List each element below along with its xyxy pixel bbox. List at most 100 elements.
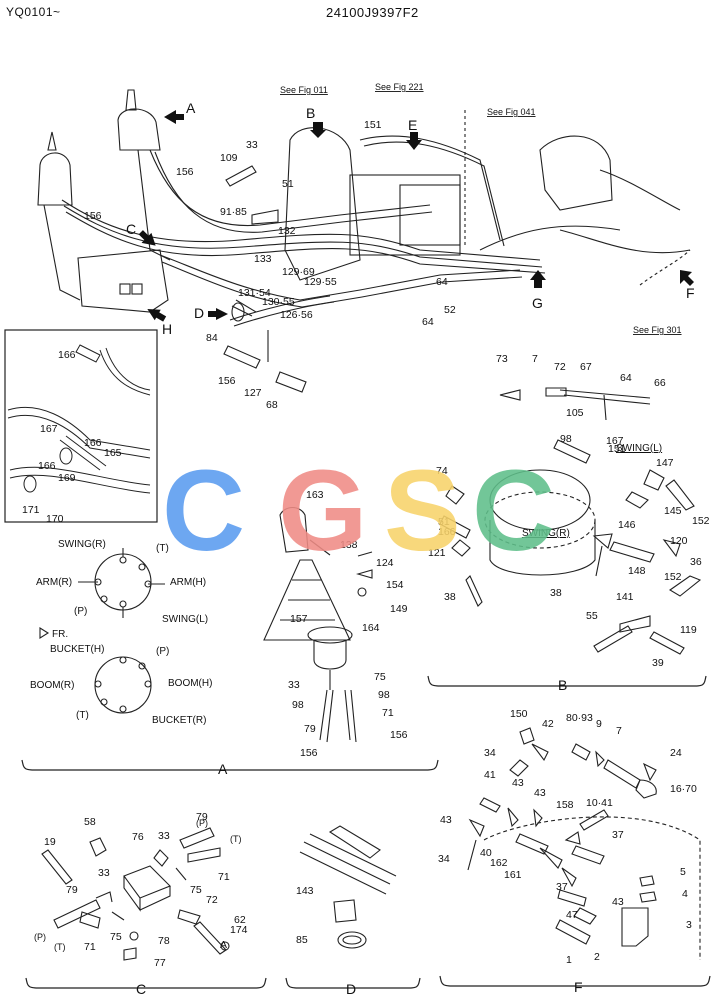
ref-fig-011[interactable]: See Fig 011 [280, 85, 328, 95]
callout-b-7: 98 [560, 433, 572, 445]
callout-b-0: 73 [496, 353, 508, 365]
callout-d-1: 85 [296, 934, 308, 946]
callout-f-7: 16·70 [670, 783, 697, 795]
callout-b-3: 67 [580, 361, 592, 373]
callout-f-14: 37 [612, 829, 624, 841]
callout-f-13: 43 [440, 814, 452, 826]
pattern-arm-h: ARM(H) [170, 577, 206, 588]
callout-main-8: 151 [364, 119, 382, 131]
pattern-boom-r: BOOM(R) [30, 680, 74, 691]
section-label-d: D [346, 981, 356, 997]
callout-inset-4: 166 [38, 460, 56, 472]
callout-main-10: 129·55 [304, 276, 337, 288]
callout-f-5: 24 [670, 747, 682, 759]
pattern-arm-r: ARM(R) [36, 577, 72, 588]
callout-c-4: 71 [218, 871, 230, 883]
hose-clamp-assembly [299, 825, 397, 949]
callout-c-10: 62 [234, 914, 246, 926]
callout-b-8: 167 [606, 435, 624, 447]
callout-b-22: 38 [444, 591, 456, 603]
callout-a-3: 154 [386, 579, 404, 591]
callout-a-1: 138 [340, 539, 358, 551]
callout-f-25: 1 [566, 954, 572, 966]
callout-b-27: 39 [652, 657, 664, 669]
callout-b-1: 7 [532, 353, 538, 365]
view-marker-g: G [532, 295, 543, 311]
callout-a-9: 33 [288, 679, 300, 691]
callout-a-11: 79 [304, 723, 316, 735]
callout-inset-2: 166 [84, 437, 102, 449]
ref-fig-041[interactable]: See Fig 041 [487, 107, 536, 117]
callout-main-3: 156 [84, 210, 102, 222]
callout-b-15: 166 [438, 526, 456, 538]
callout-f-11: 158 [556, 799, 574, 811]
part-number: 24100J9397F2 [326, 5, 419, 20]
watermark-letter-2: S [384, 447, 461, 575]
callout-f-18: 161 [504, 869, 522, 881]
callout-a-12: 71 [382, 707, 394, 719]
callout-c-5: 19 [44, 836, 56, 848]
section-label-a: A [218, 761, 228, 777]
travel-motor-fittings [467, 727, 701, 960]
callout-main-9: 129·69 [282, 266, 315, 278]
callout-main-16: 127 [244, 387, 262, 399]
callout-f-8: 41 [484, 769, 496, 781]
callout-b-24: 141 [616, 591, 634, 603]
callout-f-16: 34 [438, 853, 450, 865]
callout-b-2: 72 [554, 361, 566, 373]
callout-b-12: 145 [664, 505, 682, 517]
callout-c-2: 33 [158, 830, 170, 842]
callout-b-16: 146 [618, 519, 636, 531]
section-label-c: C [136, 981, 146, 997]
callout-f-0: 150 [510, 708, 528, 720]
pattern-swing-r: SWING(R) [58, 539, 106, 550]
callout-c-11: 174 [230, 924, 248, 936]
callout-b-11: 74 [436, 465, 448, 477]
callout-b-21: 152 [664, 571, 682, 583]
callout-b-23: 38 [550, 587, 562, 599]
callout-f-20: 5 [680, 866, 686, 878]
pattern-t-port-2: (T) [76, 710, 89, 721]
callout-inset-0: 166 [58, 349, 76, 361]
callout-inset-3: 165 [104, 447, 122, 459]
main-hose-harness [37, 89, 691, 393]
control-pattern-diagrams [39, 548, 165, 714]
callout-b-25: 55 [586, 610, 598, 622]
callout-f-24: 3 [686, 919, 692, 931]
callout-a-7: 75 [374, 671, 386, 683]
callout-b-10: 147 [656, 457, 674, 469]
callout-main-2: 156 [176, 166, 194, 178]
callout-main-4: 91·85 [220, 206, 247, 218]
callout-f-19: 37 [556, 881, 568, 893]
callout-main-12: 130·55 [262, 296, 295, 308]
section-label-b: B [558, 677, 567, 693]
callout-c-15: 77 [154, 957, 166, 969]
callout-main-7: 51 [282, 178, 294, 190]
callout-main-1: 109 [220, 152, 238, 164]
ref-fig-221[interactable]: See Fig 221 [375, 82, 424, 92]
diagram-text-layer: See Fig 011 See Fig 221 See Fig 041 See … [30, 82, 695, 997]
callout-b-9: 151 [608, 443, 626, 455]
port-p-c2: (P) [34, 932, 46, 942]
view-marker-c: C [126, 221, 136, 237]
watermark-letter-0: C [162, 447, 245, 575]
callout-b-18: 121 [428, 547, 446, 559]
view-marker-b: B [306, 105, 315, 121]
pilot-valve-assembly [41, 827, 230, 961]
callout-c-16: A [220, 939, 227, 951]
pattern-bucket-r: BUCKET(R) [152, 715, 206, 726]
callout-f-10: 43 [534, 787, 546, 799]
callout-b-19: 36 [690, 556, 702, 568]
callout-a-5: 157 [290, 613, 308, 625]
swing-motor-assembly [439, 387, 702, 655]
callout-a-4: 149 [390, 603, 408, 615]
callout-f-6: 34 [484, 747, 496, 759]
view-marker-a: A [186, 100, 196, 116]
callout-b-14: 51 [438, 516, 450, 528]
callout-main-6: 133 [254, 253, 272, 265]
callout-c-14: 78 [158, 935, 170, 947]
view-marker-f: F [686, 285, 695, 301]
ref-fig-301[interactable]: See Fig 301 [633, 325, 682, 335]
pattern-boom-h: BOOM(H) [168, 678, 212, 689]
